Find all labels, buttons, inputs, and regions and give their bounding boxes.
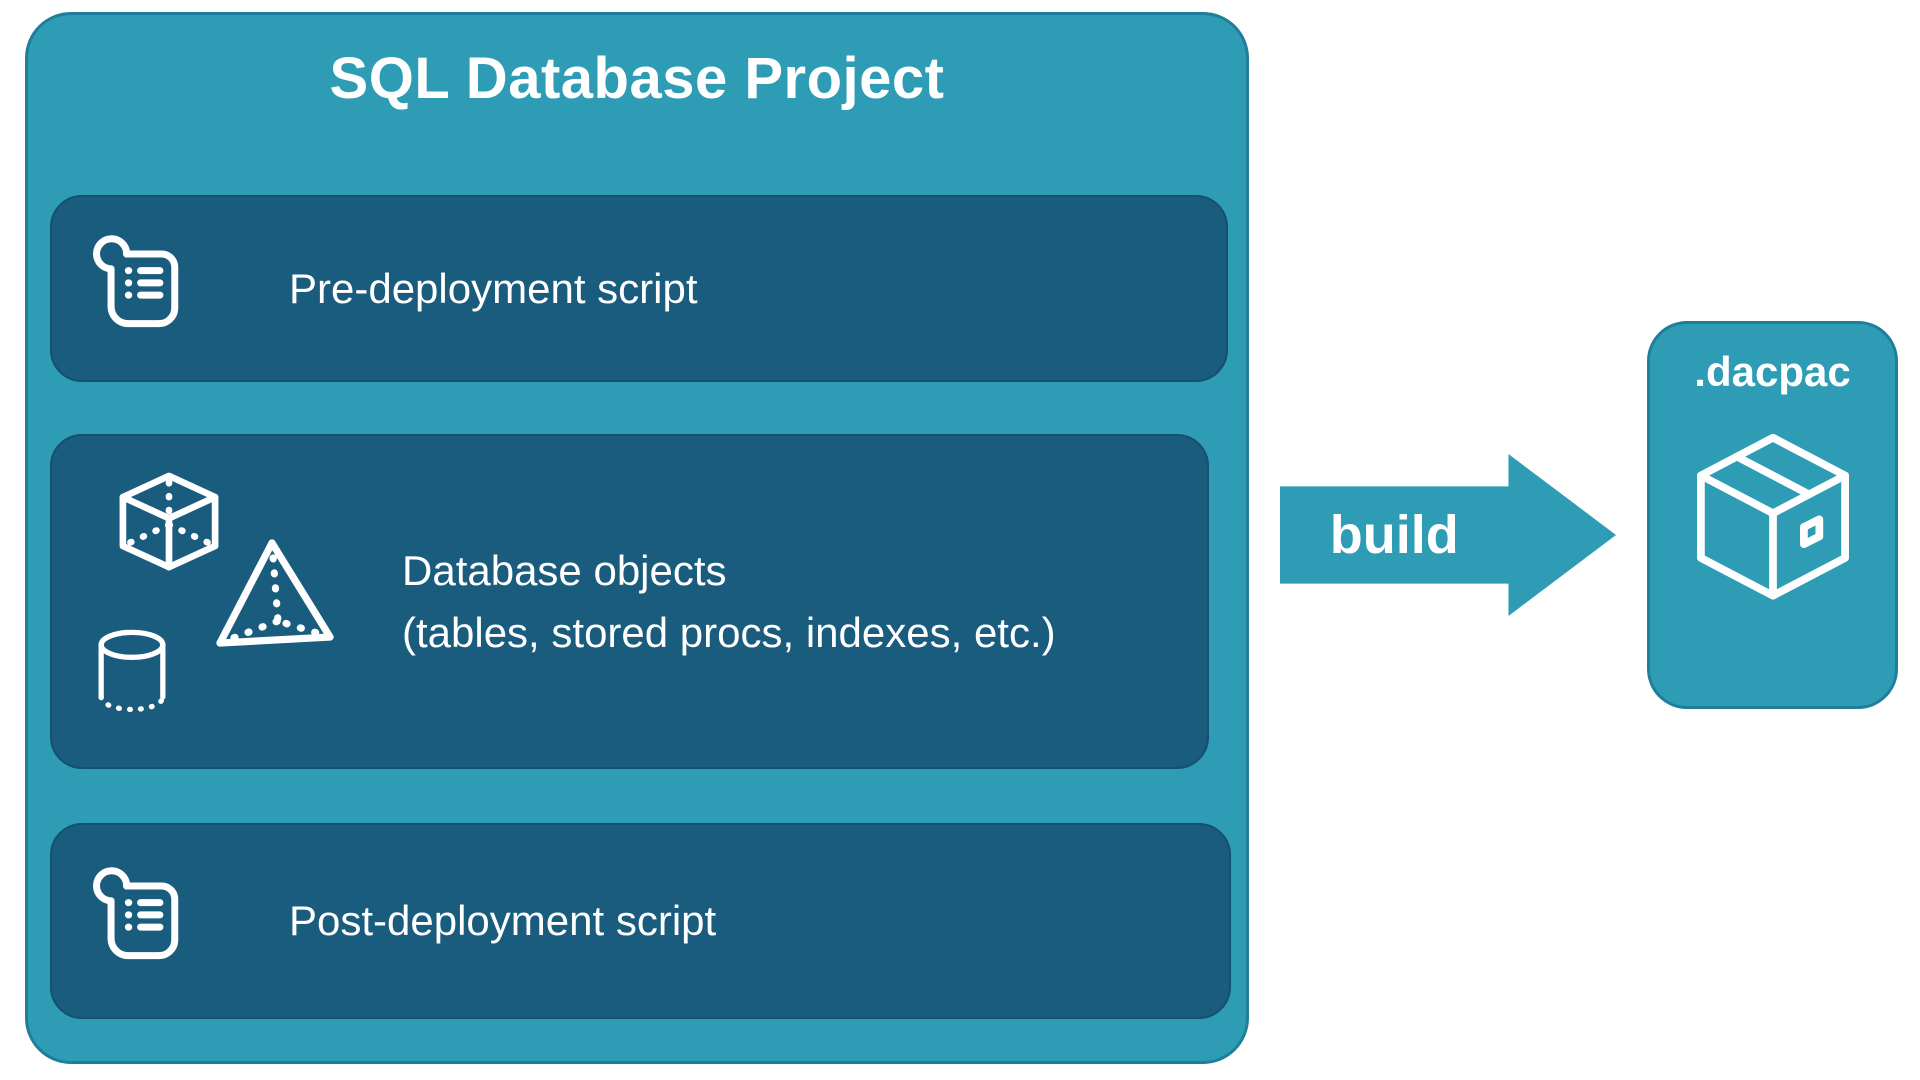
package-icon [1687, 424, 1859, 630]
panel-post-deployment-script: Post-deployment script [50, 823, 1231, 1019]
build-arrow: build [1280, 454, 1616, 616]
database-objects-label: Database objects [402, 546, 727, 594]
dacpac-label: .dacpac [1694, 348, 1851, 395]
scroll-icon [82, 865, 194, 977]
sql-database-project-container: SQL Database Project Pre-deployment scri… [25, 12, 1249, 1064]
post-deployment-label: Post-deployment script [289, 897, 717, 944]
database-objects-text: Database objects (tables, stored procs, … [402, 436, 1056, 767]
database-objects-sublabel: (tables, stored procs, indexes, etc.) [402, 608, 1056, 656]
pyramid-icon [212, 534, 340, 656]
pre-deployment-label: Pre-deployment script [289, 264, 698, 312]
dacpac-output-box: .dacpac [1647, 321, 1898, 709]
database-objects-icon-cluster [52, 436, 392, 767]
cylinder-icon [85, 614, 179, 730]
panel-pre-deployment-script: Pre-deployment script [50, 195, 1228, 382]
project-title: SQL Database Project [329, 46, 945, 111]
cube-icon [110, 466, 228, 578]
build-arrow-label: build [1329, 504, 1459, 565]
panel-database-objects: Database objects (tables, stored procs, … [50, 434, 1209, 769]
scroll-icon [82, 233, 194, 345]
